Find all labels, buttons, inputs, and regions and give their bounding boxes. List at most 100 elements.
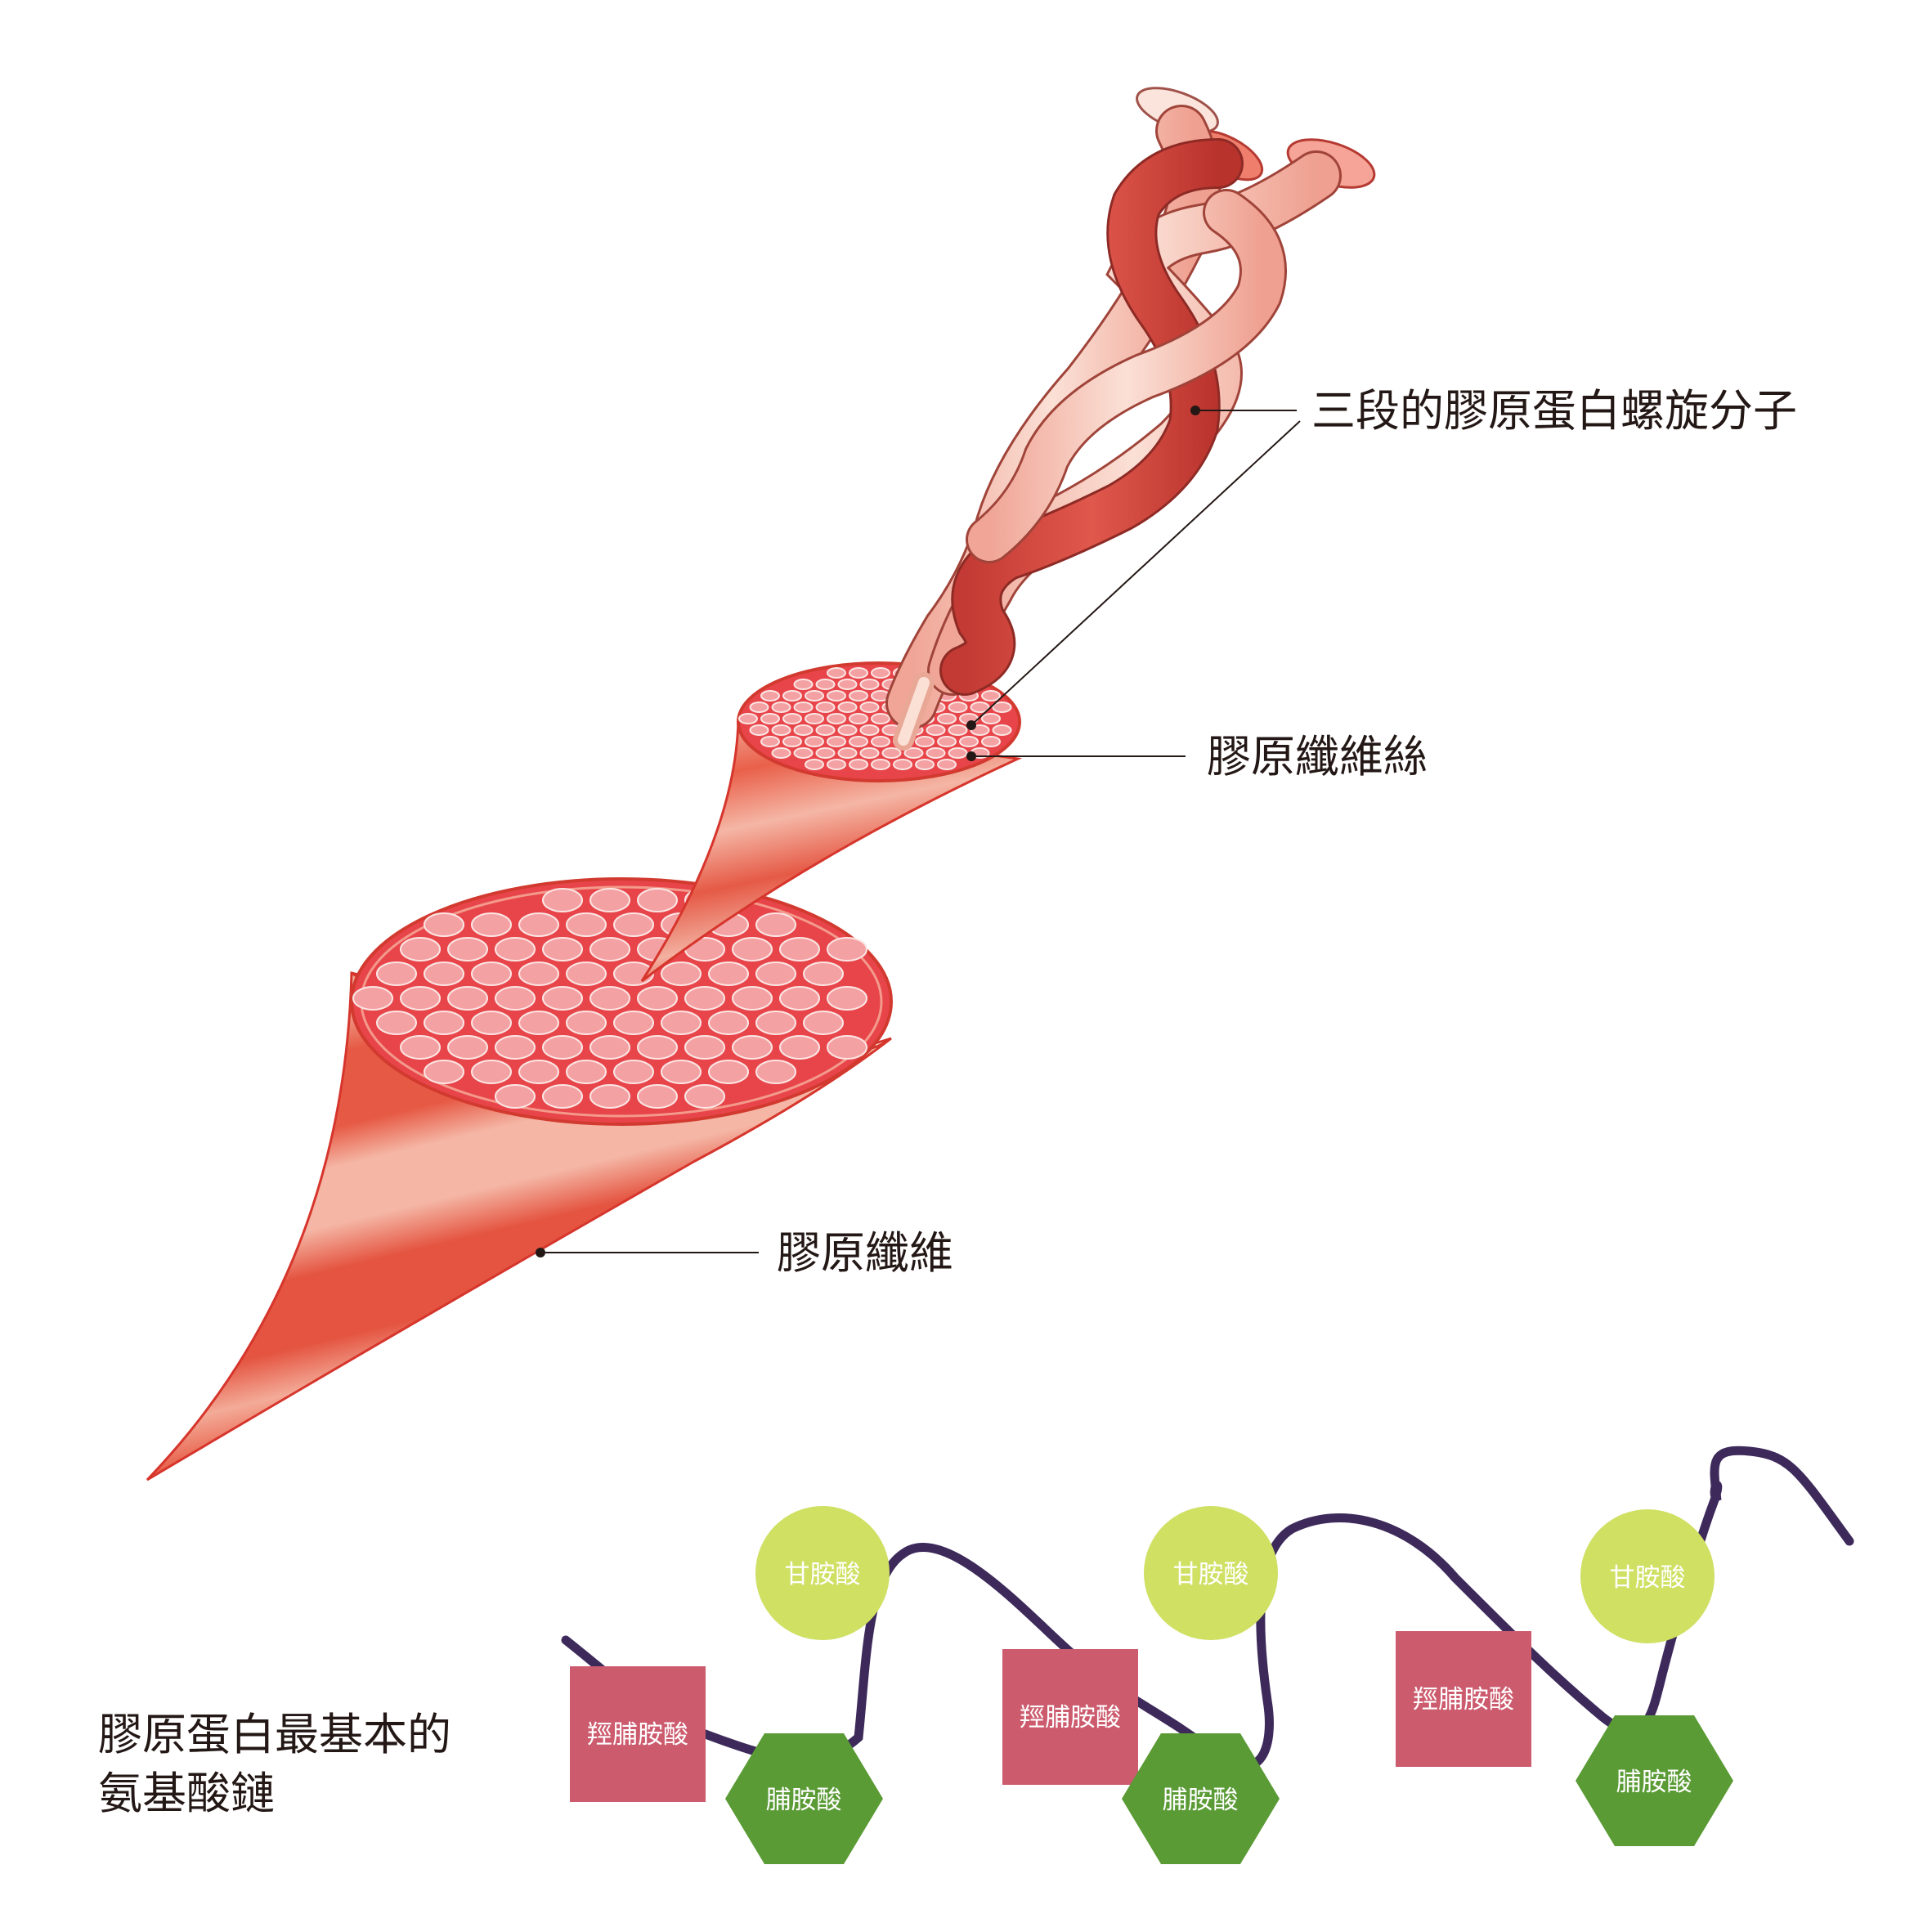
molecule-bundle xyxy=(839,725,857,735)
label-collagen-fibril: 膠原纖維絲 xyxy=(1207,731,1428,782)
molecule-bundle xyxy=(993,702,1011,712)
fibril-bundle xyxy=(519,962,558,985)
fibril-bundle xyxy=(614,1060,653,1083)
fibril-bundle xyxy=(638,889,677,912)
fibril-bundle xyxy=(424,913,464,936)
molecule-bundle xyxy=(739,714,757,724)
molecule-bundle xyxy=(849,691,867,701)
molecule-bundle xyxy=(761,714,779,724)
fibril-bundle xyxy=(567,962,606,985)
fibril-bundle xyxy=(709,1011,748,1034)
fibril-bundle xyxy=(590,1036,630,1059)
fibril-bundle xyxy=(495,1036,535,1059)
molecule-bundle xyxy=(916,737,934,746)
molecule-bundle xyxy=(849,760,867,769)
fibril-bundle xyxy=(377,962,416,985)
fibril-bundle xyxy=(827,938,867,961)
fibril-bundle xyxy=(733,1036,772,1059)
fibril-bundle xyxy=(614,913,653,936)
fibril-bundle xyxy=(709,962,748,985)
molecule-bundle xyxy=(872,668,890,678)
molecule-bundle xyxy=(993,725,1011,735)
fibril-bundle xyxy=(661,962,701,985)
fibril-bundle xyxy=(472,962,511,985)
fibril-bundle xyxy=(448,987,487,1010)
molecule-bundle xyxy=(827,668,845,678)
molecule-bundle xyxy=(861,725,879,735)
fibril-bundle xyxy=(756,913,796,936)
collagen-fiber xyxy=(147,879,891,1480)
fibril-bundle xyxy=(685,1036,724,1059)
fibril-bundle xyxy=(685,987,724,1010)
fibril-bundle xyxy=(353,987,392,1010)
fibril-bundle xyxy=(377,1011,416,1034)
fibril-bundle xyxy=(543,1036,582,1059)
glycine-3: 甘胺酸 xyxy=(1580,1509,1715,1643)
molecule-bundle xyxy=(849,714,867,724)
triple-helix xyxy=(903,79,1380,740)
fibril-bundle xyxy=(590,1085,630,1108)
molecule-bundle xyxy=(938,760,956,769)
proline-2: 脯胺酸 xyxy=(1122,1733,1280,1864)
fibril-bundle xyxy=(638,1085,677,1108)
fibril-bundle xyxy=(804,962,843,985)
molecule-bundle xyxy=(872,760,890,769)
molecule-bundle xyxy=(795,748,813,758)
fibril-bundle xyxy=(567,1011,606,1034)
molecule-bundle xyxy=(795,679,813,689)
label-collagen-fiber: 膠原纖維 xyxy=(777,1227,953,1279)
fibril-bundle xyxy=(733,938,772,961)
fibril-bundle xyxy=(401,1036,440,1059)
molecule-bundle xyxy=(927,725,945,735)
fibril-bundle xyxy=(733,987,772,1010)
fibril-bundle xyxy=(519,1060,558,1083)
fibril-bundle xyxy=(590,987,630,1010)
fibril-bundle xyxy=(756,1011,796,1034)
molecule-bundle xyxy=(805,691,823,701)
proline-label: 脯胺酸 xyxy=(1616,1768,1692,1797)
hydroxyproline-label: 羥脯胺酸 xyxy=(587,1720,688,1750)
fibril-bundle xyxy=(543,987,582,1010)
fibril-bundle xyxy=(448,938,487,961)
molecule-bundle xyxy=(773,725,791,735)
fibril-bundle xyxy=(661,1060,701,1083)
fibril-bundle xyxy=(567,1060,606,1083)
hydroxyproline-3: 羥脯胺酸 xyxy=(1396,1631,1531,1767)
molecule-bundle xyxy=(795,725,813,735)
molecule-bundle xyxy=(849,668,867,678)
fibril-bundle xyxy=(756,962,796,985)
fibril-bundle xyxy=(472,913,511,936)
molecule-bundle xyxy=(761,737,779,746)
molecule-bundle xyxy=(949,725,967,735)
molecule-bundle xyxy=(883,748,901,758)
molecule-bundle xyxy=(872,714,890,724)
molecule-bundle xyxy=(773,702,791,712)
fibril-bundle xyxy=(567,913,606,936)
fibril-bundle xyxy=(614,1011,653,1034)
fibril-bundle xyxy=(780,938,819,961)
fibril-bundle xyxy=(780,1036,819,1059)
fibril-bundle xyxy=(448,1036,487,1059)
glycine-label: 甘胺酸 xyxy=(1610,1563,1686,1593)
molecule-bundle xyxy=(805,714,823,724)
hydroxyproline-2: 羥脯胺酸 xyxy=(1002,1649,1138,1785)
fibril-bundle xyxy=(424,962,464,985)
fibril-bundle xyxy=(756,1060,796,1083)
label-amino-chain-line2: 氨基酸鏈 xyxy=(98,1768,275,1819)
molecule-bundle xyxy=(927,748,945,758)
molecule-bundle xyxy=(817,748,835,758)
molecule-bundle xyxy=(827,760,845,769)
fibril-bundle xyxy=(472,1011,511,1034)
fibril-bundle xyxy=(519,1011,558,1034)
fibril-bundle xyxy=(685,1085,724,1108)
molecule-bundle xyxy=(872,737,890,746)
molecule-bundle xyxy=(761,691,779,701)
fibril-bundle xyxy=(590,938,630,961)
molecule-bundle xyxy=(861,748,879,758)
fibril-bundle xyxy=(590,889,630,912)
hydroxyproline-label: 羥脯胺酸 xyxy=(1020,1703,1121,1733)
fibril-bundle xyxy=(472,1060,511,1083)
fibril-bundle xyxy=(638,1036,677,1059)
molecule-bundle xyxy=(861,679,879,689)
